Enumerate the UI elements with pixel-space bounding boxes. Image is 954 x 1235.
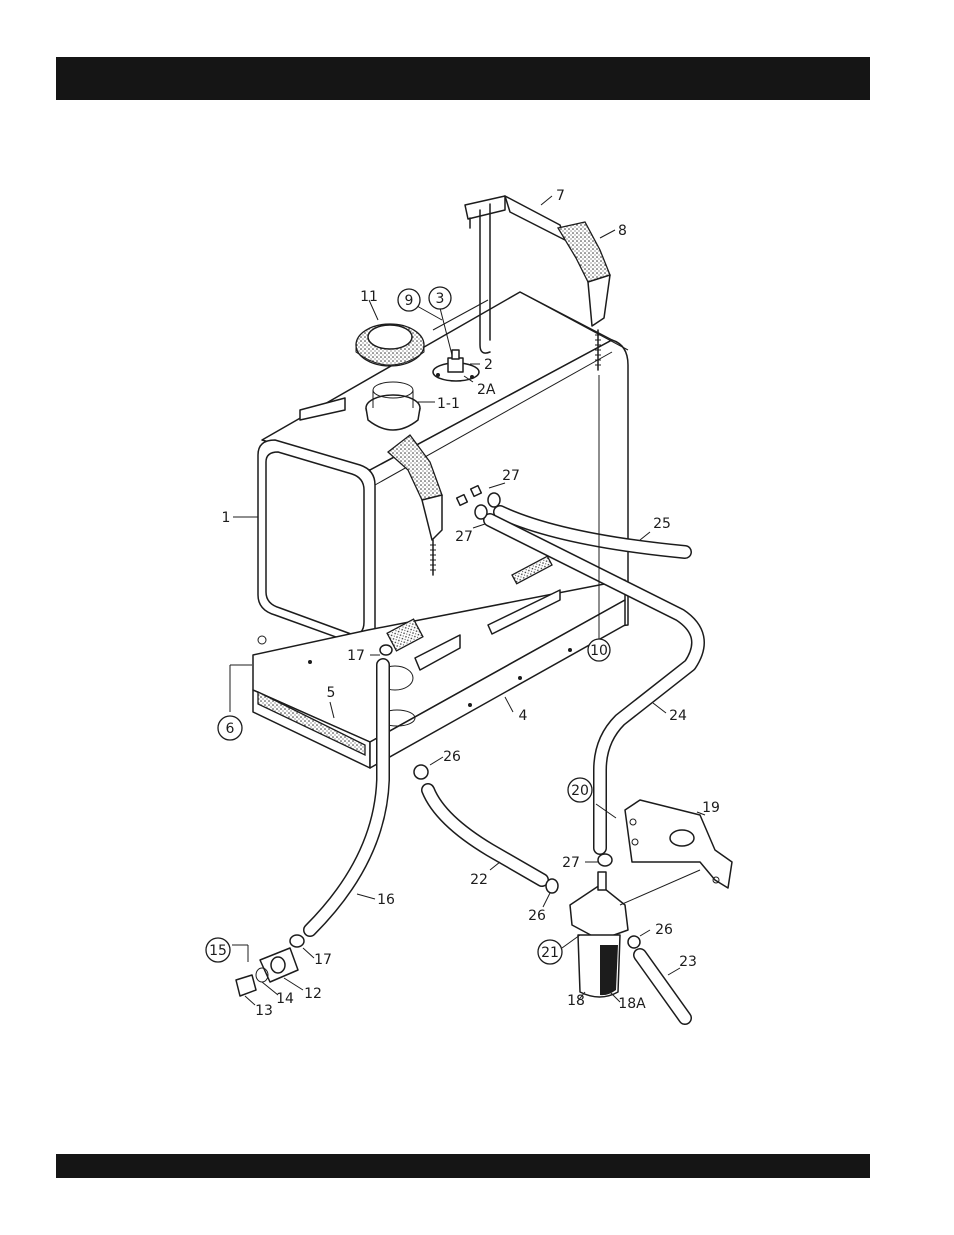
callout-24: 24 xyxy=(669,708,687,724)
callout-11: 11 xyxy=(360,289,378,305)
callout-2: 2 xyxy=(484,357,493,373)
callout-9: 9 xyxy=(405,293,414,309)
callout-23: 23 xyxy=(679,954,697,970)
callout-15: 15 xyxy=(209,943,227,959)
callout-27-top: 27 xyxy=(502,468,520,484)
callout-7: 7 xyxy=(556,188,565,204)
callout-5: 5 xyxy=(327,685,336,701)
callout-10: 10 xyxy=(590,643,608,659)
callout-25: 25 xyxy=(653,516,671,532)
callout-19: 19 xyxy=(702,800,720,816)
callout-26-right: 26 xyxy=(655,922,673,938)
callout-14: 14 xyxy=(276,991,294,1007)
callout-2a: 2A xyxy=(477,382,496,398)
callout-26-upper: 26 xyxy=(443,749,461,765)
callout-27-lower: 27 xyxy=(562,855,580,871)
callout-8: 8 xyxy=(618,223,627,239)
callout-27-left: 27 xyxy=(455,529,473,545)
callout-17-upper: 17 xyxy=(347,648,365,664)
callout-22: 22 xyxy=(470,872,488,888)
drain-plug-assembly xyxy=(236,948,298,996)
fuel-cap xyxy=(356,324,424,366)
callout-12: 12 xyxy=(304,986,322,1002)
fuel-filter xyxy=(570,870,700,997)
callout-26-middle: 26 xyxy=(528,908,546,924)
callout-17-lower: 17 xyxy=(314,952,332,968)
callout-20: 20 xyxy=(571,783,589,799)
callout-13: 13 xyxy=(255,1003,273,1019)
callout-1-1: 1-1 xyxy=(437,396,460,412)
callout-18a: 18A xyxy=(618,996,646,1012)
callout-16: 16 xyxy=(377,892,395,908)
callout-6: 6 xyxy=(226,721,235,737)
callout-3: 3 xyxy=(436,291,445,307)
callout-18: 18 xyxy=(567,993,585,1009)
callout-21: 21 xyxy=(541,945,559,961)
callout-1: 1 xyxy=(222,510,231,526)
callout-4: 4 xyxy=(519,708,528,724)
